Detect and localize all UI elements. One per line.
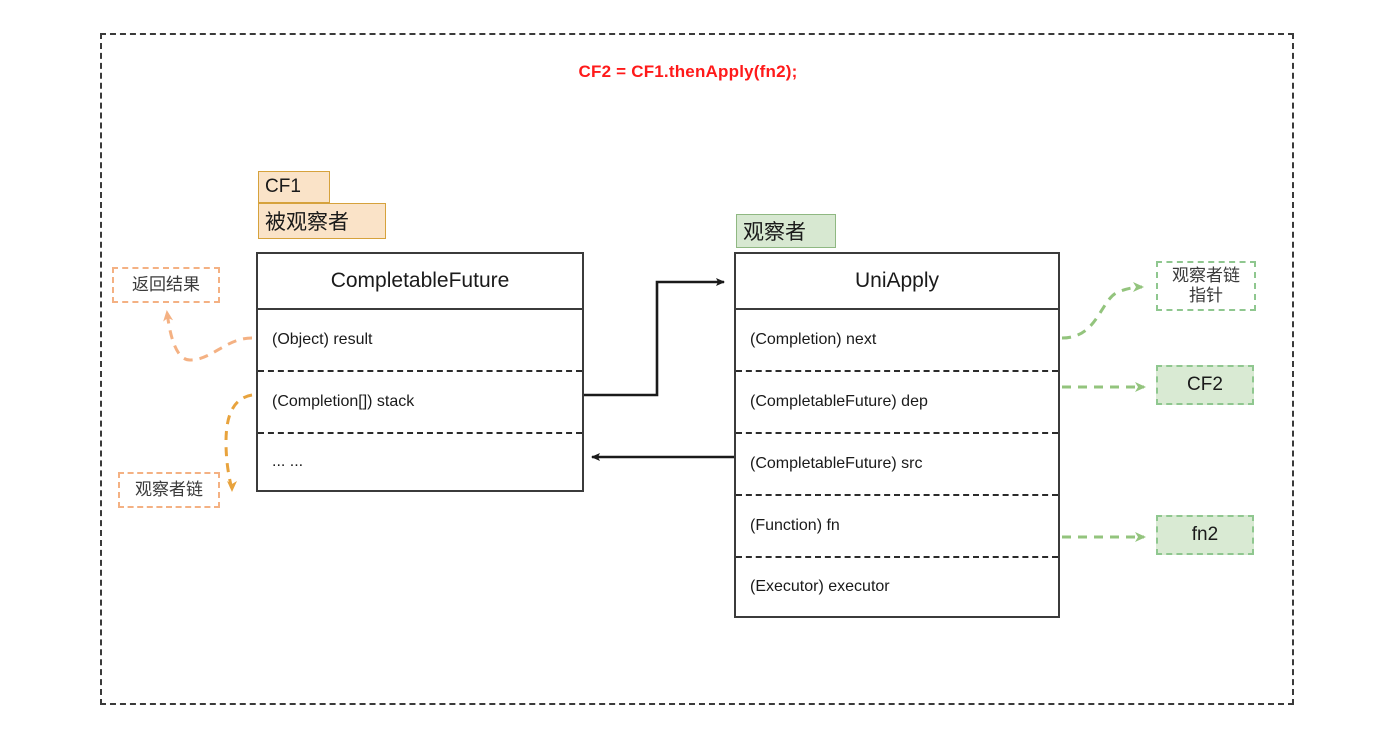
callout-cf2-label: CF2 (1187, 374, 1223, 396)
tag-observer-label: 观察者 (743, 221, 806, 244)
callout-return-result-label: 返回结果 (132, 275, 200, 295)
tag-observable: 被观察者 (258, 203, 386, 239)
page-title: CF2 = CF1.thenApply(fn2); (578, 62, 798, 81)
outer-dashed-frame (100, 33, 1294, 705)
callout-cf2: CF2 (1156, 365, 1254, 405)
field-function-fn: (Function) fn (736, 496, 1058, 558)
field-completablefuture-dep: (CompletableFuture) dep (736, 372, 1058, 434)
field-ellipsis: ... ... (272, 453, 304, 470)
callout-observer-chain-pointer-label: 观察者链 指针 (1172, 266, 1240, 305)
field-executor-executor: (Executor) executor (750, 578, 890, 595)
tag-observer: 观察者 (736, 214, 836, 248)
field-completion-next: (Completion) next (736, 310, 1058, 372)
tag-observable-label: 被观察者 (265, 211, 349, 234)
callout-return-result: 返回结果 (112, 267, 220, 303)
field-completablefuture-src: (CompletableFuture) src (736, 434, 1058, 496)
class-title-uniapply: UniApply (736, 254, 1058, 310)
class-box-completablefuture: CompletableFuture (Object) result (Compl… (256, 252, 584, 492)
callout-observer-chain: 观察者链 (118, 472, 220, 508)
field-object-result: (Object) result (258, 310, 582, 372)
callout-fn2: fn2 (1156, 515, 1254, 555)
field-completion-stack: (Completion[]) stack (258, 372, 582, 434)
callout-fn2-label: fn2 (1191, 524, 1219, 546)
class-title-completablefuture: CompletableFuture (258, 254, 582, 310)
tag-cf1: CF1 (258, 171, 330, 203)
callout-observer-chain-pointer: 观察者链 指针 (1156, 261, 1256, 311)
class-box-uniapply: UniApply (Completion) next (CompletableF… (734, 252, 1060, 618)
callout-observer-chain-label: 观察者链 (135, 480, 203, 500)
tag-cf1-label: CF1 (265, 176, 301, 197)
